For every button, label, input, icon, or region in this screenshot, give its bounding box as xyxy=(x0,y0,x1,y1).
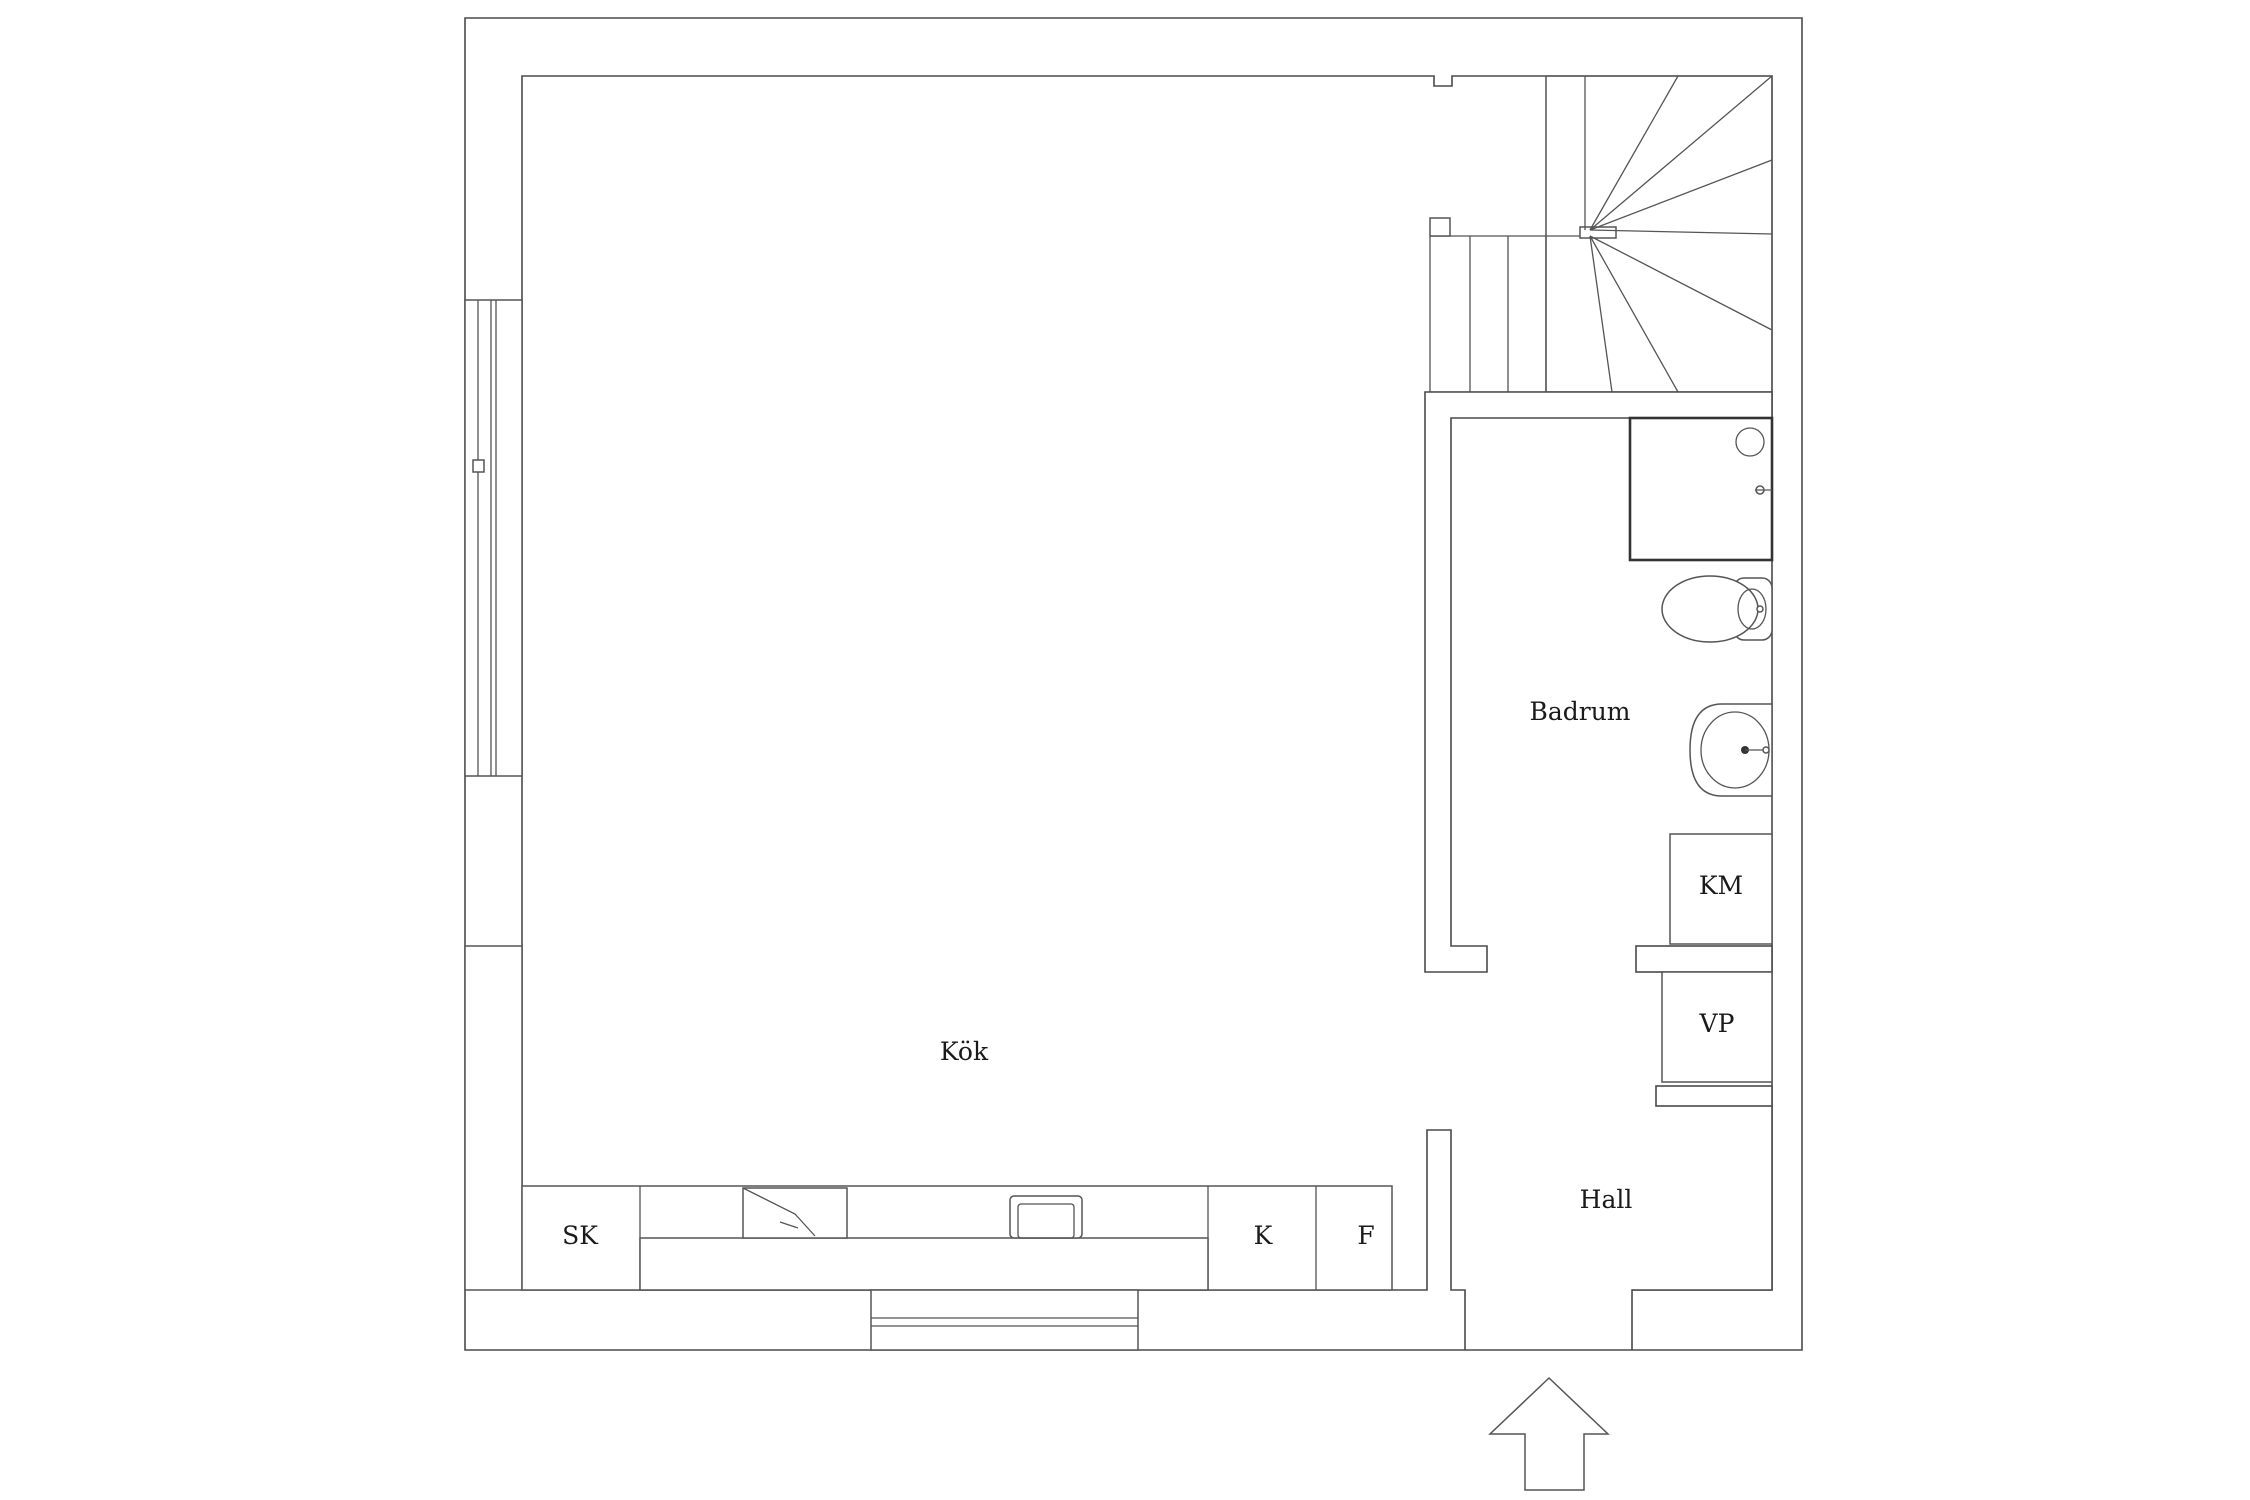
label-vp: VP xyxy=(1699,1009,1735,1038)
staircase xyxy=(1429,75,1773,393)
window-west xyxy=(464,299,523,777)
unit-km: KM xyxy=(1669,833,1773,945)
label-km: KM xyxy=(1699,871,1743,900)
stove-icon xyxy=(742,1187,848,1239)
label-sk: SK xyxy=(562,1221,599,1250)
window-south xyxy=(870,1289,1139,1351)
outer-walls xyxy=(464,17,1803,1351)
kitchen-counter xyxy=(521,1185,1393,1291)
label-f: F xyxy=(1357,1221,1374,1250)
bathroom-walls xyxy=(1424,391,1773,973)
wall-stub-hall xyxy=(1655,1085,1773,1107)
room-label-bathroom: Badrum xyxy=(1529,697,1630,726)
shower-icon xyxy=(1628,416,1774,562)
sink-icon xyxy=(1689,703,1773,797)
entrance-arrow-icon xyxy=(1488,1376,1610,1491)
unit-vp: VP xyxy=(1661,971,1773,1083)
west-wall-notch xyxy=(464,945,523,1291)
kitchen-sink-icon xyxy=(1009,1195,1083,1239)
toilet-icon xyxy=(1661,575,1773,643)
room-label-hall: Hall xyxy=(1580,1185,1633,1214)
room-label-kitchen: Kök xyxy=(940,1037,989,1066)
hall-wall-east xyxy=(1632,1106,1773,1291)
wall-stub-km-vp xyxy=(1635,945,1773,973)
label-k: K xyxy=(1254,1221,1274,1250)
